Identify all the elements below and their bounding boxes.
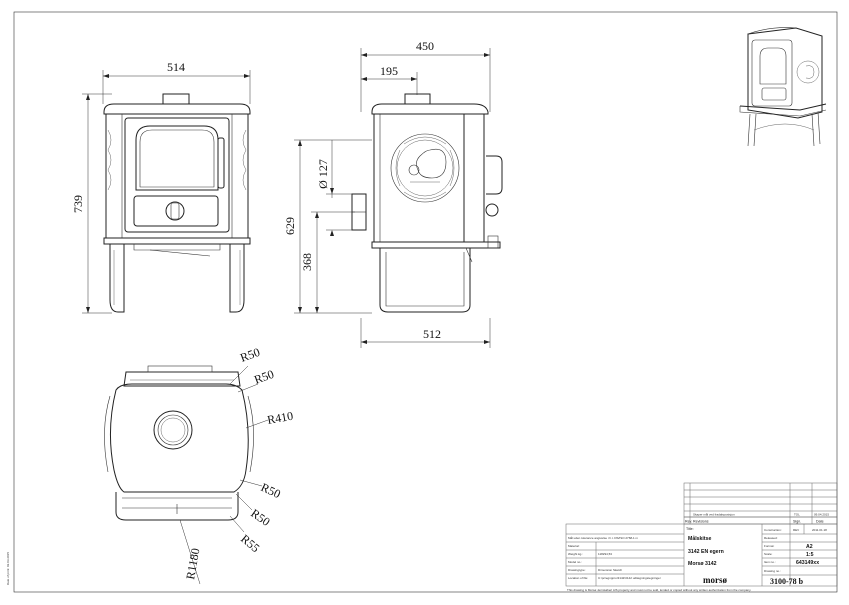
format-label: Format: (764, 544, 775, 548)
format-value: A2 (806, 544, 813, 550)
revisions-col-header: Revisions (693, 520, 709, 524)
front-view: 514 739 (71, 60, 251, 314)
radius-label-3: R410 (266, 409, 294, 427)
flue-height-label: 629 (283, 217, 297, 235)
drawingtype-label: Drawingtype: (568, 568, 586, 572)
flue-offset-label: 195 (380, 64, 398, 78)
file-location-label: Location of file: (568, 576, 588, 580)
scale-label: Scale: (764, 552, 773, 556)
released-label: Released: (764, 536, 778, 540)
weight-label: Weight kg.: (568, 552, 583, 556)
title-block: Skaper mål ved fradalsposisjon TOL 09.04… (565, 482, 838, 592)
title-label: Title: (686, 527, 694, 531)
subtitle-2: Morsø 3142 (688, 561, 717, 567)
front-width-label: 514 (167, 60, 185, 74)
construction-label: Construction: (764, 528, 782, 532)
item-no-label: Item no.: (764, 560, 776, 564)
sheet-border (13, 11, 838, 593)
revision-initials: TOL (794, 513, 800, 517)
radius-label-5: R50 (248, 506, 272, 529)
isometric-view (739, 27, 827, 147)
flue-diameter-label: Ø 127 (316, 159, 330, 189)
radius-label-6: R55 (238, 532, 262, 556)
base-depth-label: 512 (423, 327, 441, 341)
weight-value: 118294,53 (598, 552, 612, 556)
copyright-footer: This drawing is Morsø Jernstøberi A/S pr… (567, 588, 751, 592)
radius-label-4: R50 (259, 480, 283, 501)
side-depth-label: 450 (416, 39, 434, 53)
front-height-label: 739 (71, 195, 85, 213)
side-view: 450 195 629 368 Ø 127 (283, 39, 503, 348)
morso-logo: morsø (703, 575, 727, 585)
file-location-value: C:\pc\egnppro\3142\3142 udlægningstegnin… (598, 576, 661, 580)
construction-value: 2011.01.18 (812, 528, 827, 532)
date-col-header: Date (816, 520, 824, 524)
sign-col-header: Sign. (793, 520, 801, 524)
drawing-no-value: 3100-78 b (770, 577, 804, 586)
model-label: Model no.: (568, 560, 582, 564)
revision-text: Skaper mål ved fradalsposisjon (693, 513, 735, 517)
radius-label-1: R50 (238, 345, 262, 365)
construction-mid: REV (793, 528, 799, 532)
tolerance-note: Mål uden tolerance angivelse i h.t. DS/I… (568, 536, 639, 540)
subtitle-1: 3142 EN egern (688, 549, 724, 555)
material-label: Material: (568, 544, 580, 548)
rear-outlet-height-label: 368 (300, 253, 314, 271)
item-no-value: 643149xx (796, 560, 819, 566)
drawing-no-label: Drawing no.: (764, 569, 781, 573)
top-view: R50 R50 R410 R50 R50 R55 R1180 (104, 345, 294, 585)
rev-col-header: Rev. (685, 520, 692, 524)
radius-label-7: R1180 (183, 547, 202, 581)
print-date-text: Date of print: 02.03.2015 (6, 552, 10, 585)
revision-date: 09.04.2015 (814, 513, 829, 517)
scale-value: 1:5 (806, 552, 814, 558)
title-value: Målskitse (688, 535, 711, 542)
drawingtype-value: Dimension Sketch (598, 568, 623, 572)
radius-label-2: R50 (252, 367, 276, 387)
